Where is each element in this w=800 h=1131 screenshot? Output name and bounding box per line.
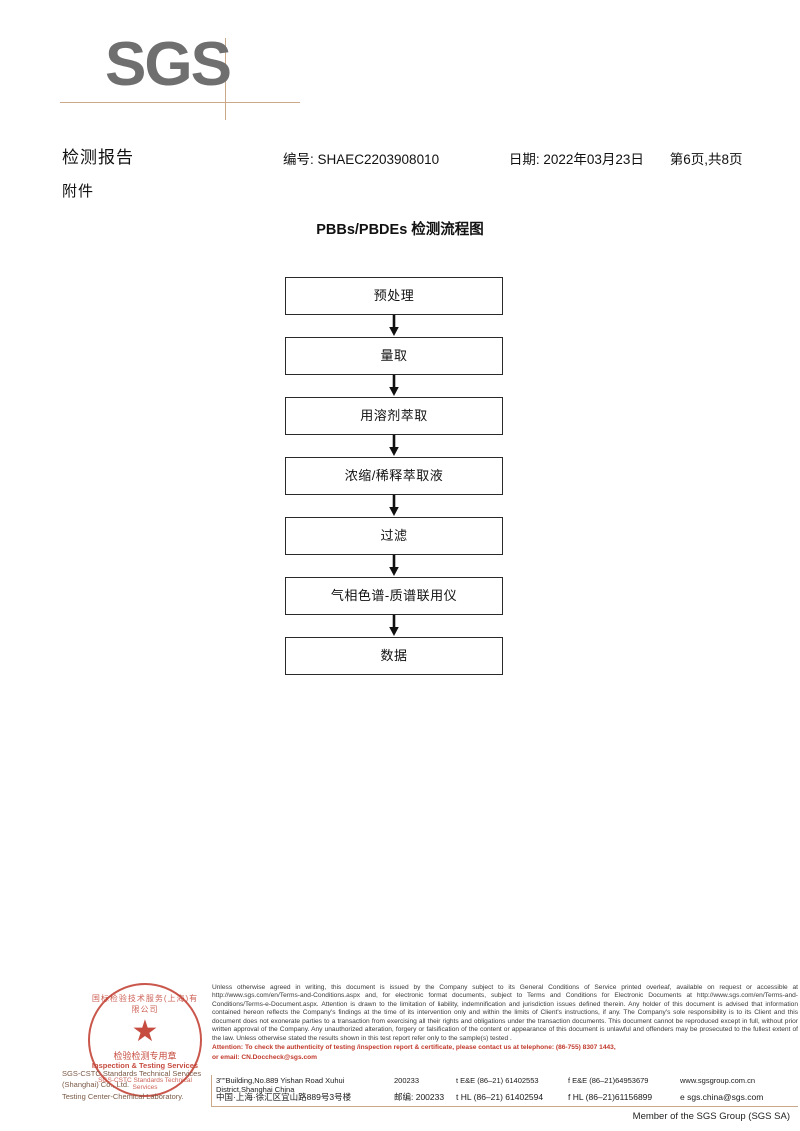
flow-arrow-icon: [285, 555, 503, 577]
inspection-stamp: 国标检验技术服务(上海)有限公司 ★ 检验检测专用章 Inspection & …: [88, 983, 202, 1097]
address-cn: 中国·上海·徐汇区宜山路889号3号楼: [216, 1092, 352, 1102]
zip-cn: 邮编: 200233: [394, 1092, 445, 1102]
website-link[interactable]: www.sgsgroup.com.cn: [680, 1076, 756, 1085]
flow-box-label: 浓缩/稀释萃取液: [285, 457, 503, 495]
flowchart: 预处理 量取 用溶剂萃取 浓缩/稀释萃取液 过滤 气相色谱-质谱联用仪 数据: [285, 277, 503, 675]
flow-step: 预处理: [285, 277, 503, 315]
stamp-cn-text: 检验检测专用章: [113, 1051, 177, 1061]
stamp-arc-top: 国标检验技术服务(上海)有限公司: [91, 994, 199, 1014]
flow-arrow-icon: [285, 615, 503, 637]
flow-step: 用溶剂萃取: [285, 397, 503, 435]
star-icon: ★: [131, 1015, 159, 1048]
sgs-logo: SGS: [60, 30, 360, 130]
email-link[interactable]: e sgs.china@sgs.com: [680, 1092, 764, 1102]
flow-step: 量取: [285, 337, 503, 375]
logo-vertical-rule: [225, 38, 226, 120]
flow-arrow-icon: [285, 315, 503, 337]
flow-step: 数据: [285, 637, 503, 675]
legal-disclaimer: Unless otherwise agreed in writing, this…: [212, 984, 798, 1062]
header-meta-row: 编号: SHAEC2203908010 日期: 2022年03月23日 第6页,…: [283, 148, 742, 168]
zip-en: 200233: [394, 1076, 420, 1085]
flow-step: 气相色谱-质谱联用仪: [285, 577, 503, 615]
stamp-ring: [88, 983, 202, 1097]
attachment-label: 附件: [62, 183, 95, 200]
logo-horizontal-rule: [60, 102, 300, 103]
stamp-arc-bottom: SGS-CSTC Standards Technical Services: [98, 1077, 192, 1091]
company-name-line-2: Testing Center-Chemical Laboratory.: [62, 1091, 184, 1101]
contact-row-cn: 中国·上海·徐汇区宜山路889号3号楼 邮编: 200233 t HL (86–…: [216, 1091, 796, 1106]
page-indicator: 第6页,共8页: [669, 152, 743, 167]
member-of-group-line: Member of the SGS Group (SGS SA): [632, 1111, 790, 1122]
company-name-block: SGS-CSTC Standards Technical Services (S…: [62, 1068, 212, 1102]
fax-hl: f HL (86–21)61156899: [568, 1092, 653, 1102]
attention-line-2: or email: CN.Doccheck@sgs.com: [212, 1053, 318, 1061]
address-en: 3""Building,No.889 Yishan Road Xuhui Dis…: [216, 1076, 345, 1094]
report-date: 日期: 2022年03月23日: [508, 152, 644, 167]
flow-box-label: 预处理: [285, 277, 503, 315]
flow-arrow-icon: [285, 375, 503, 397]
flow-box-label: 数据: [285, 637, 503, 675]
page-title: 检测报告: [62, 148, 134, 167]
footer-horizontal-rule: [211, 1106, 798, 1107]
page-footer: 国标检验技术服务(上海)有限公司 ★ 检验检测专用章 Inspection & …: [0, 975, 800, 1131]
attention-line-1: Attention: To check the authenticity of …: [212, 1044, 616, 1052]
sgs-wordmark: SGS: [105, 30, 232, 99]
flow-arrow-icon: [285, 495, 503, 517]
stamp-en-text: Inspection & Testing Services: [91, 1061, 199, 1070]
flow-box-label: 量取: [285, 337, 503, 375]
flow-box-label: 过滤: [285, 517, 503, 555]
flow-arrow-icon: [285, 435, 503, 457]
flow-step: 浓缩/稀释萃取液: [285, 457, 503, 495]
legal-paragraph: Unless otherwise agreed in writing, this…: [212, 984, 798, 1042]
telephone-ee: t E&E (86–21) 61402553: [456, 1076, 539, 1085]
fax-ee: f E&E (86–21)64953679: [568, 1076, 649, 1085]
contact-details: 3""Building,No.889 Yishan Road Xuhui Dis…: [216, 1076, 796, 1106]
telephone-hl: t HL (86–21) 61402594: [456, 1092, 544, 1102]
report-number: 编号: SHAEC2203908010: [283, 152, 440, 167]
company-name-line-1: SGS-CSTC Standards Technical Services (S…: [62, 1069, 202, 1090]
flow-step: 过滤: [285, 517, 503, 555]
footer-vertical-rule: [211, 1075, 212, 1106]
flowchart-title: PBBs/PBDEs 检测流程图: [316, 222, 484, 238]
flow-box-label: 用溶剂萃取: [285, 397, 503, 435]
contact-row-en: 3""Building,No.889 Yishan Road Xuhui Dis…: [216, 1076, 796, 1094]
flow-box-label: 气相色谱-质谱联用仪: [285, 577, 503, 615]
